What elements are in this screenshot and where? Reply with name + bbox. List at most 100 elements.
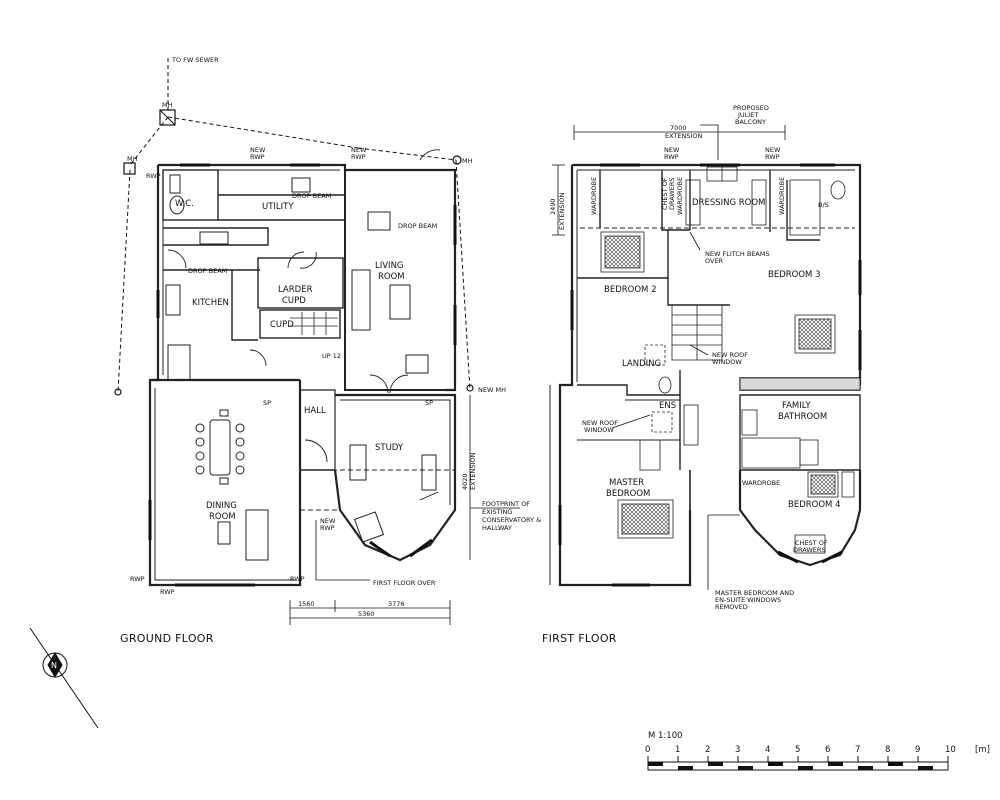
scale-block	[798, 766, 813, 770]
dim-7000: 7000	[670, 124, 687, 132]
note-wardrobe-4: WARDROBE	[742, 479, 780, 487]
room-label-ens: ENS	[659, 401, 676, 411]
scale-tick-2: 2	[705, 745, 710, 755]
note-extension: EXTENSION	[469, 452, 477, 490]
scale-block	[648, 762, 663, 766]
first-floor-details	[580, 166, 861, 554]
note-up: UP 12	[322, 352, 341, 360]
ff-extension-top: EXTENSION	[665, 132, 703, 140]
note-rwp-4: RWP	[290, 575, 305, 583]
note-wardrobe-1: WARDROBE	[590, 177, 598, 215]
scale-unit: [m]	[975, 745, 990, 755]
scale-block	[858, 766, 873, 770]
note-drop-beam-3: DROP BEAM	[188, 267, 227, 275]
north-arrow-icon: N	[29, 627, 99, 729]
note-mh-2: MH	[127, 155, 138, 163]
scale-block	[828, 762, 843, 766]
room-label-bs: B/S	[818, 201, 829, 209]
room-label-dressing: DRESSING ROOM	[692, 198, 765, 208]
room-label-kitchen: KITCHEN	[192, 298, 229, 308]
note-drop-beam-1: DROP BEAM	[292, 192, 331, 200]
note-wardrobe-2: WARDROBE	[676, 177, 684, 215]
dim-1560: 1560	[298, 600, 315, 608]
scale-tick-4: 4	[765, 745, 770, 755]
scale-block	[888, 762, 903, 766]
chest-line-1: CHEST OF	[661, 177, 669, 210]
first-floor-labels: DRESSING ROOM BEDROOM 2 BEDROOM 3 LANDIN…	[542, 104, 840, 645]
note-first-floor-over: FIRST FLOOR OVER	[373, 579, 436, 587]
dining-line-1: DINING	[206, 501, 237, 511]
dim-2490: 2490	[549, 198, 557, 215]
scale-block	[708, 762, 723, 766]
note-rwp-1: RWP	[146, 172, 161, 180]
dining-line-2: ROOM	[209, 512, 236, 522]
note-drop-beam-2: DROP BEAM	[398, 222, 437, 230]
scale-blocks	[648, 762, 933, 770]
scale-tick-5: 5	[795, 745, 800, 755]
note-new-mh: NEW MH	[478, 386, 506, 394]
scale-block	[918, 766, 933, 770]
note-mh-1: MH	[162, 101, 173, 109]
living-line-1: LIVING	[375, 261, 404, 271]
dim-3776: 3776	[388, 600, 405, 608]
first-floor-plan	[549, 163, 862, 587]
ff-extension-side: EXTENSION	[558, 192, 566, 230]
room-label-bedroom2: BEDROOM 2	[604, 285, 656, 295]
ground-floor-plan	[148, 149, 457, 587]
drainage-runs	[114, 58, 474, 396]
scale-tick-1: 1	[675, 745, 680, 755]
ground-floor-title: GROUND FLOOR	[120, 632, 214, 645]
note-rwp-3: RWP	[160, 588, 175, 596]
note-sp-1: SP	[263, 399, 271, 407]
scale-block	[738, 766, 753, 770]
scale-tick-6: 6	[825, 745, 830, 755]
scale-block	[768, 762, 783, 766]
svg-text:N: N	[51, 661, 57, 670]
scale-block	[678, 766, 693, 770]
scale-title: M 1:100	[648, 731, 683, 741]
note-rwp-2: RWP	[130, 575, 145, 583]
room-label-bedroom3: BEDROOM 3	[768, 270, 820, 280]
note-sp-2: SP	[425, 399, 433, 407]
living-line-2: ROOM	[378, 272, 405, 282]
larder-line-2: CUPD	[282, 296, 306, 306]
note-chest-1: CHEST OFDRAWERS	[661, 177, 676, 210]
note-mh-3: MH	[462, 157, 473, 165]
larder-line-1: LARDER	[278, 285, 313, 295]
scale-tick-9: 9	[915, 745, 920, 755]
ground-floor-furniture	[165, 174, 437, 561]
first-floor-title: FIRST FLOOR	[542, 632, 617, 645]
note-dim-extension: 4020	[461, 473, 469, 490]
room-label-hall: HALL	[304, 406, 326, 416]
scale-tick-8: 8	[885, 745, 890, 755]
room-label-bedroom4: BEDROOM 4	[788, 500, 840, 510]
room-label-utility: UTILITY	[262, 202, 294, 212]
note-to-fw-sewer: TO FW SEWER	[171, 56, 219, 64]
note-wardrobe-3: WARDROBE	[778, 177, 786, 215]
dimension-lines	[289, 124, 786, 625]
scale-tick-0: 0	[645, 745, 650, 755]
room-label-wc: W.C.	[175, 199, 194, 209]
room-label-study: STUDY	[375, 443, 404, 453]
